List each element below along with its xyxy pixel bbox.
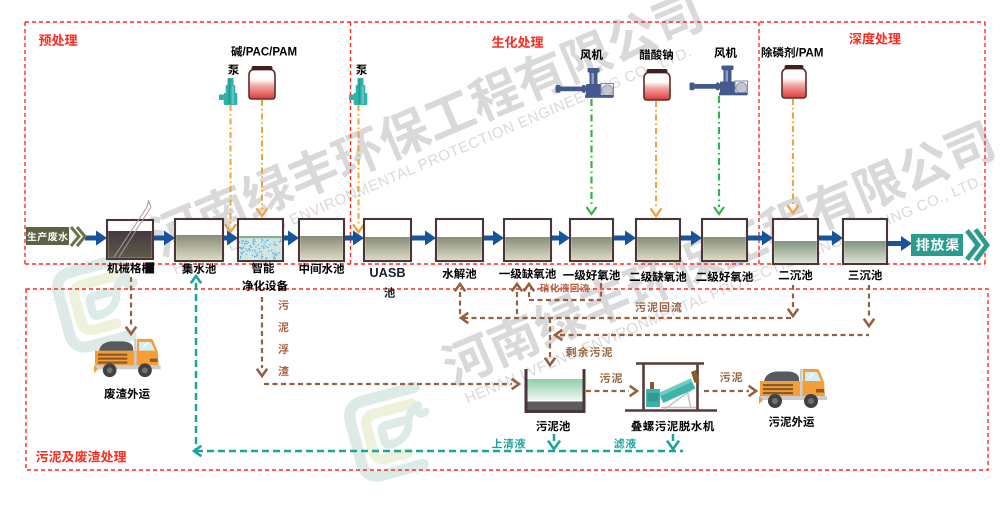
svg-text:/PAC/PAM: /PAC/PAM bbox=[243, 47, 298, 59]
svg-text:/PAM: /PAM bbox=[796, 48, 824, 60]
svg-text:UASB: UASB bbox=[369, 265, 405, 280]
